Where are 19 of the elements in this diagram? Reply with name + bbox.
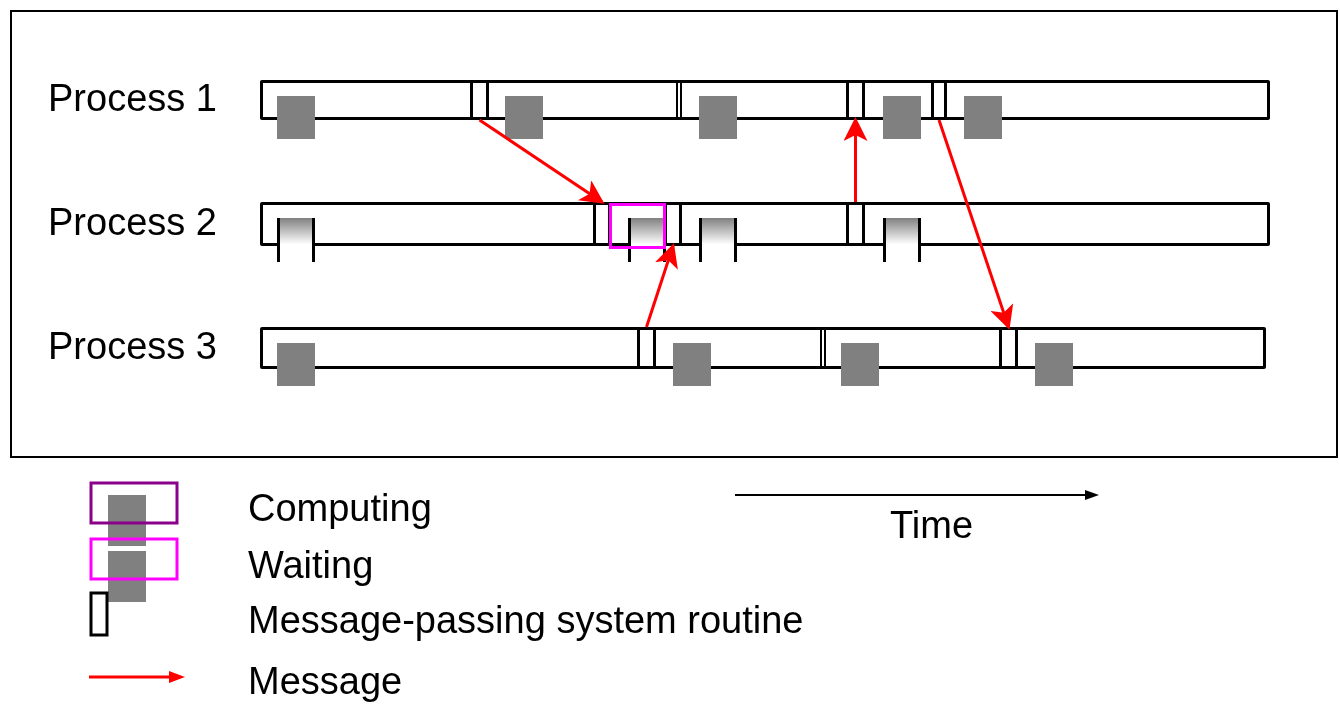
routine-box [931,80,947,120]
process-label: Process 2 [48,200,217,244]
message-arrow [843,117,868,202]
legend-text: Message-passing system routine [248,598,804,642]
routine-box [846,80,865,120]
message-arrow [937,119,1014,330]
legend-text: Waiting [248,543,374,587]
legend-text: Computing [248,486,432,530]
process-label: Process 1 [48,76,217,120]
message-arrow [645,243,678,328]
routine-box [470,80,489,120]
routine-box [637,327,656,369]
legend-text: Message [248,659,403,703]
routine-box [999,327,1018,369]
routine-box [846,202,865,246]
message-arrow [478,118,605,204]
axis-label: Time [890,503,974,547]
waiting-box [609,203,666,249]
process-label: Process 3 [48,324,217,368]
